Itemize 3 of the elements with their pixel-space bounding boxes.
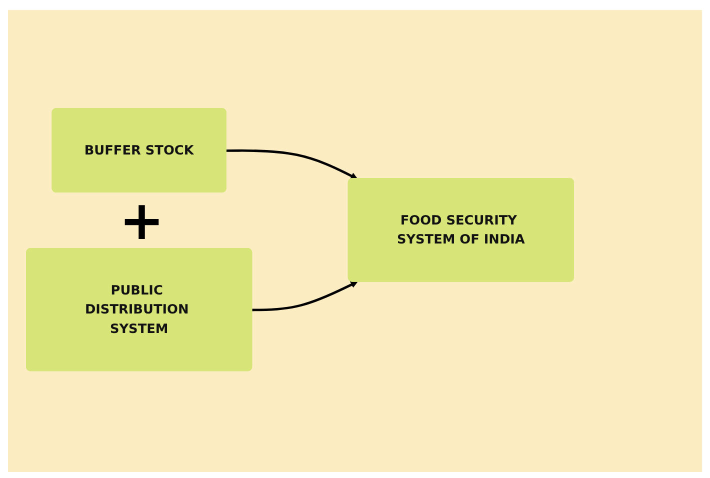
arrow [226,150,358,180]
plus-sign: + [119,194,164,248]
arrow [252,282,358,312]
